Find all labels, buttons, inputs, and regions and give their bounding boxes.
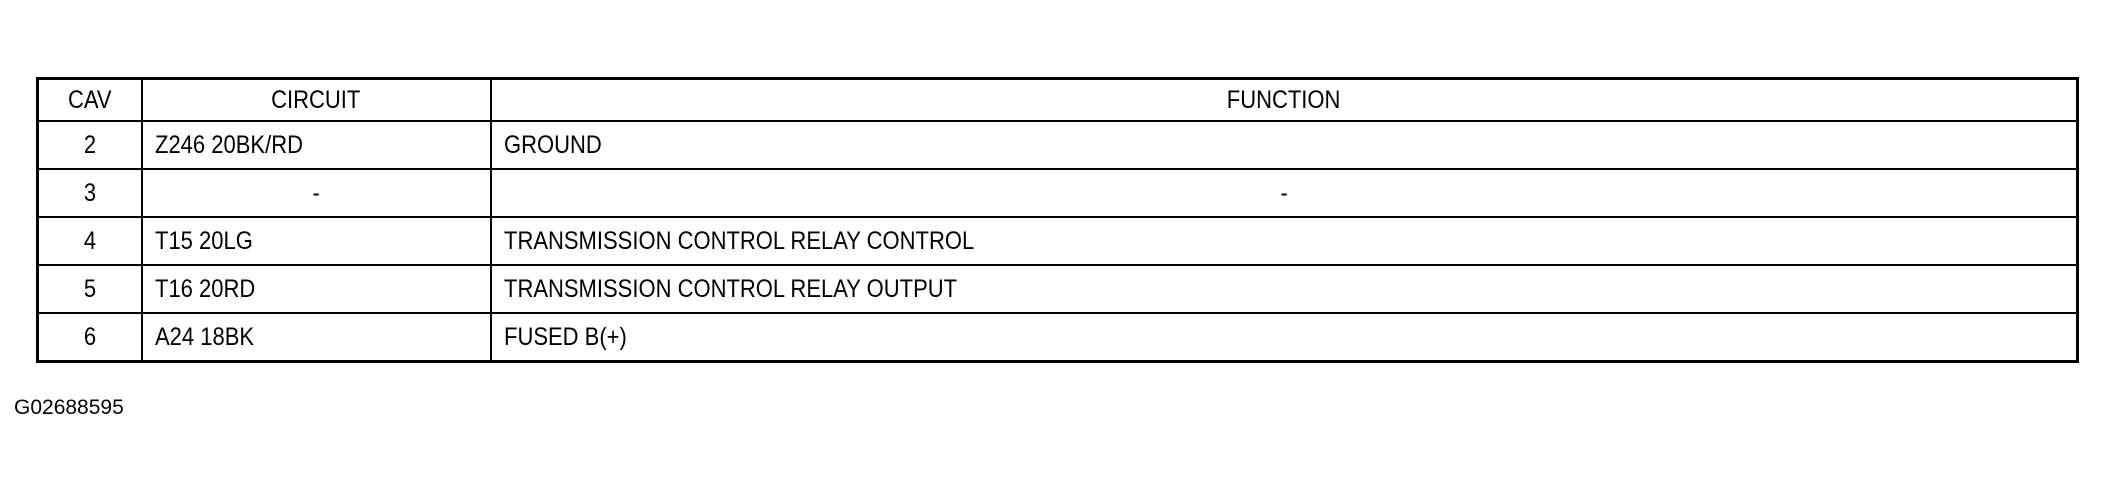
figure-id: G02688595 (14, 396, 124, 419)
function-cell: - (489, 168, 2079, 218)
header-circuit: CIRCUIT (140, 77, 492, 122)
function-cell-text: - (1280, 178, 1288, 207)
cav-cell-text: 6 (83, 322, 96, 351)
function-cell-text: TRANSMISSION CONTROL RELAY OUTPUT (503, 274, 957, 303)
circuit-cell-text: T15 20LG (154, 226, 253, 255)
function-cell: GROUND (489, 120, 2079, 170)
function-cell-text: GROUND (503, 130, 602, 159)
table-row: 5 T16 20RD TRANSMISSION CONTROL RELAY OUTP… (36, 264, 2079, 314)
table-row: 4 T15 20LG TRANSMISSION CONTROL RELAY CONT… (36, 216, 2079, 266)
circuit-cell-text: Z246 20BK/RD (154, 130, 303, 159)
table-body: 2 Z246 20BK/RD GROUND 3 - - 4 T15 20LG TRANSMISS… (36, 120, 2079, 363)
circuit-cell: Z246 20BK/RD (140, 120, 492, 170)
table-row: 6 A24 18BK FUSED B(+) (36, 312, 2079, 363)
cav-cell-text: 2 (83, 130, 96, 159)
function-cell: TRANSMISSION CONTROL RELAY CONTROL (489, 216, 2079, 266)
function-cell: TRANSMISSION CONTROL RELAY OUTPUT (489, 264, 2079, 314)
table-row: 3 - - (36, 168, 2079, 218)
cav-cell-text: 5 (83, 274, 96, 303)
header-cav: CAV (36, 77, 143, 122)
function-cell-text: FUSED B(+) (503, 322, 627, 351)
cav-cell-text: 3 (83, 178, 96, 207)
cav-cell: 3 (36, 168, 143, 218)
table-row: 2 Z246 20BK/RD GROUND (36, 120, 2079, 170)
circuit-cell-text: T16 20RD (154, 274, 255, 303)
cav-cell: 5 (36, 264, 143, 314)
circuit-cell: T16 20RD (140, 264, 492, 314)
circuit-cell: T15 20LG (140, 216, 492, 266)
cav-cell: 6 (36, 312, 143, 363)
cav-cell: 2 (36, 120, 143, 170)
circuit-cell-text: - (312, 178, 320, 207)
cav-cell-text: 4 (83, 226, 96, 255)
table-header-row: CAV CIRCUIT FUNCTION (36, 77, 2079, 122)
circuit-cell: - (140, 168, 492, 218)
circuit-cell-text: A24 18BK (154, 322, 254, 351)
circuit-cell: A24 18BK (140, 312, 492, 363)
function-cell: FUSED B(+) (489, 312, 2079, 363)
header-function: FUNCTION (489, 77, 2079, 122)
connector-pinout-table: CAV CIRCUIT FUNCTION 2 Z246 20BK/RD GROUND… (36, 77, 2079, 363)
function-cell-text: TRANSMISSION CONTROL RELAY CONTROL (503, 226, 974, 255)
cav-cell: 4 (36, 216, 143, 266)
